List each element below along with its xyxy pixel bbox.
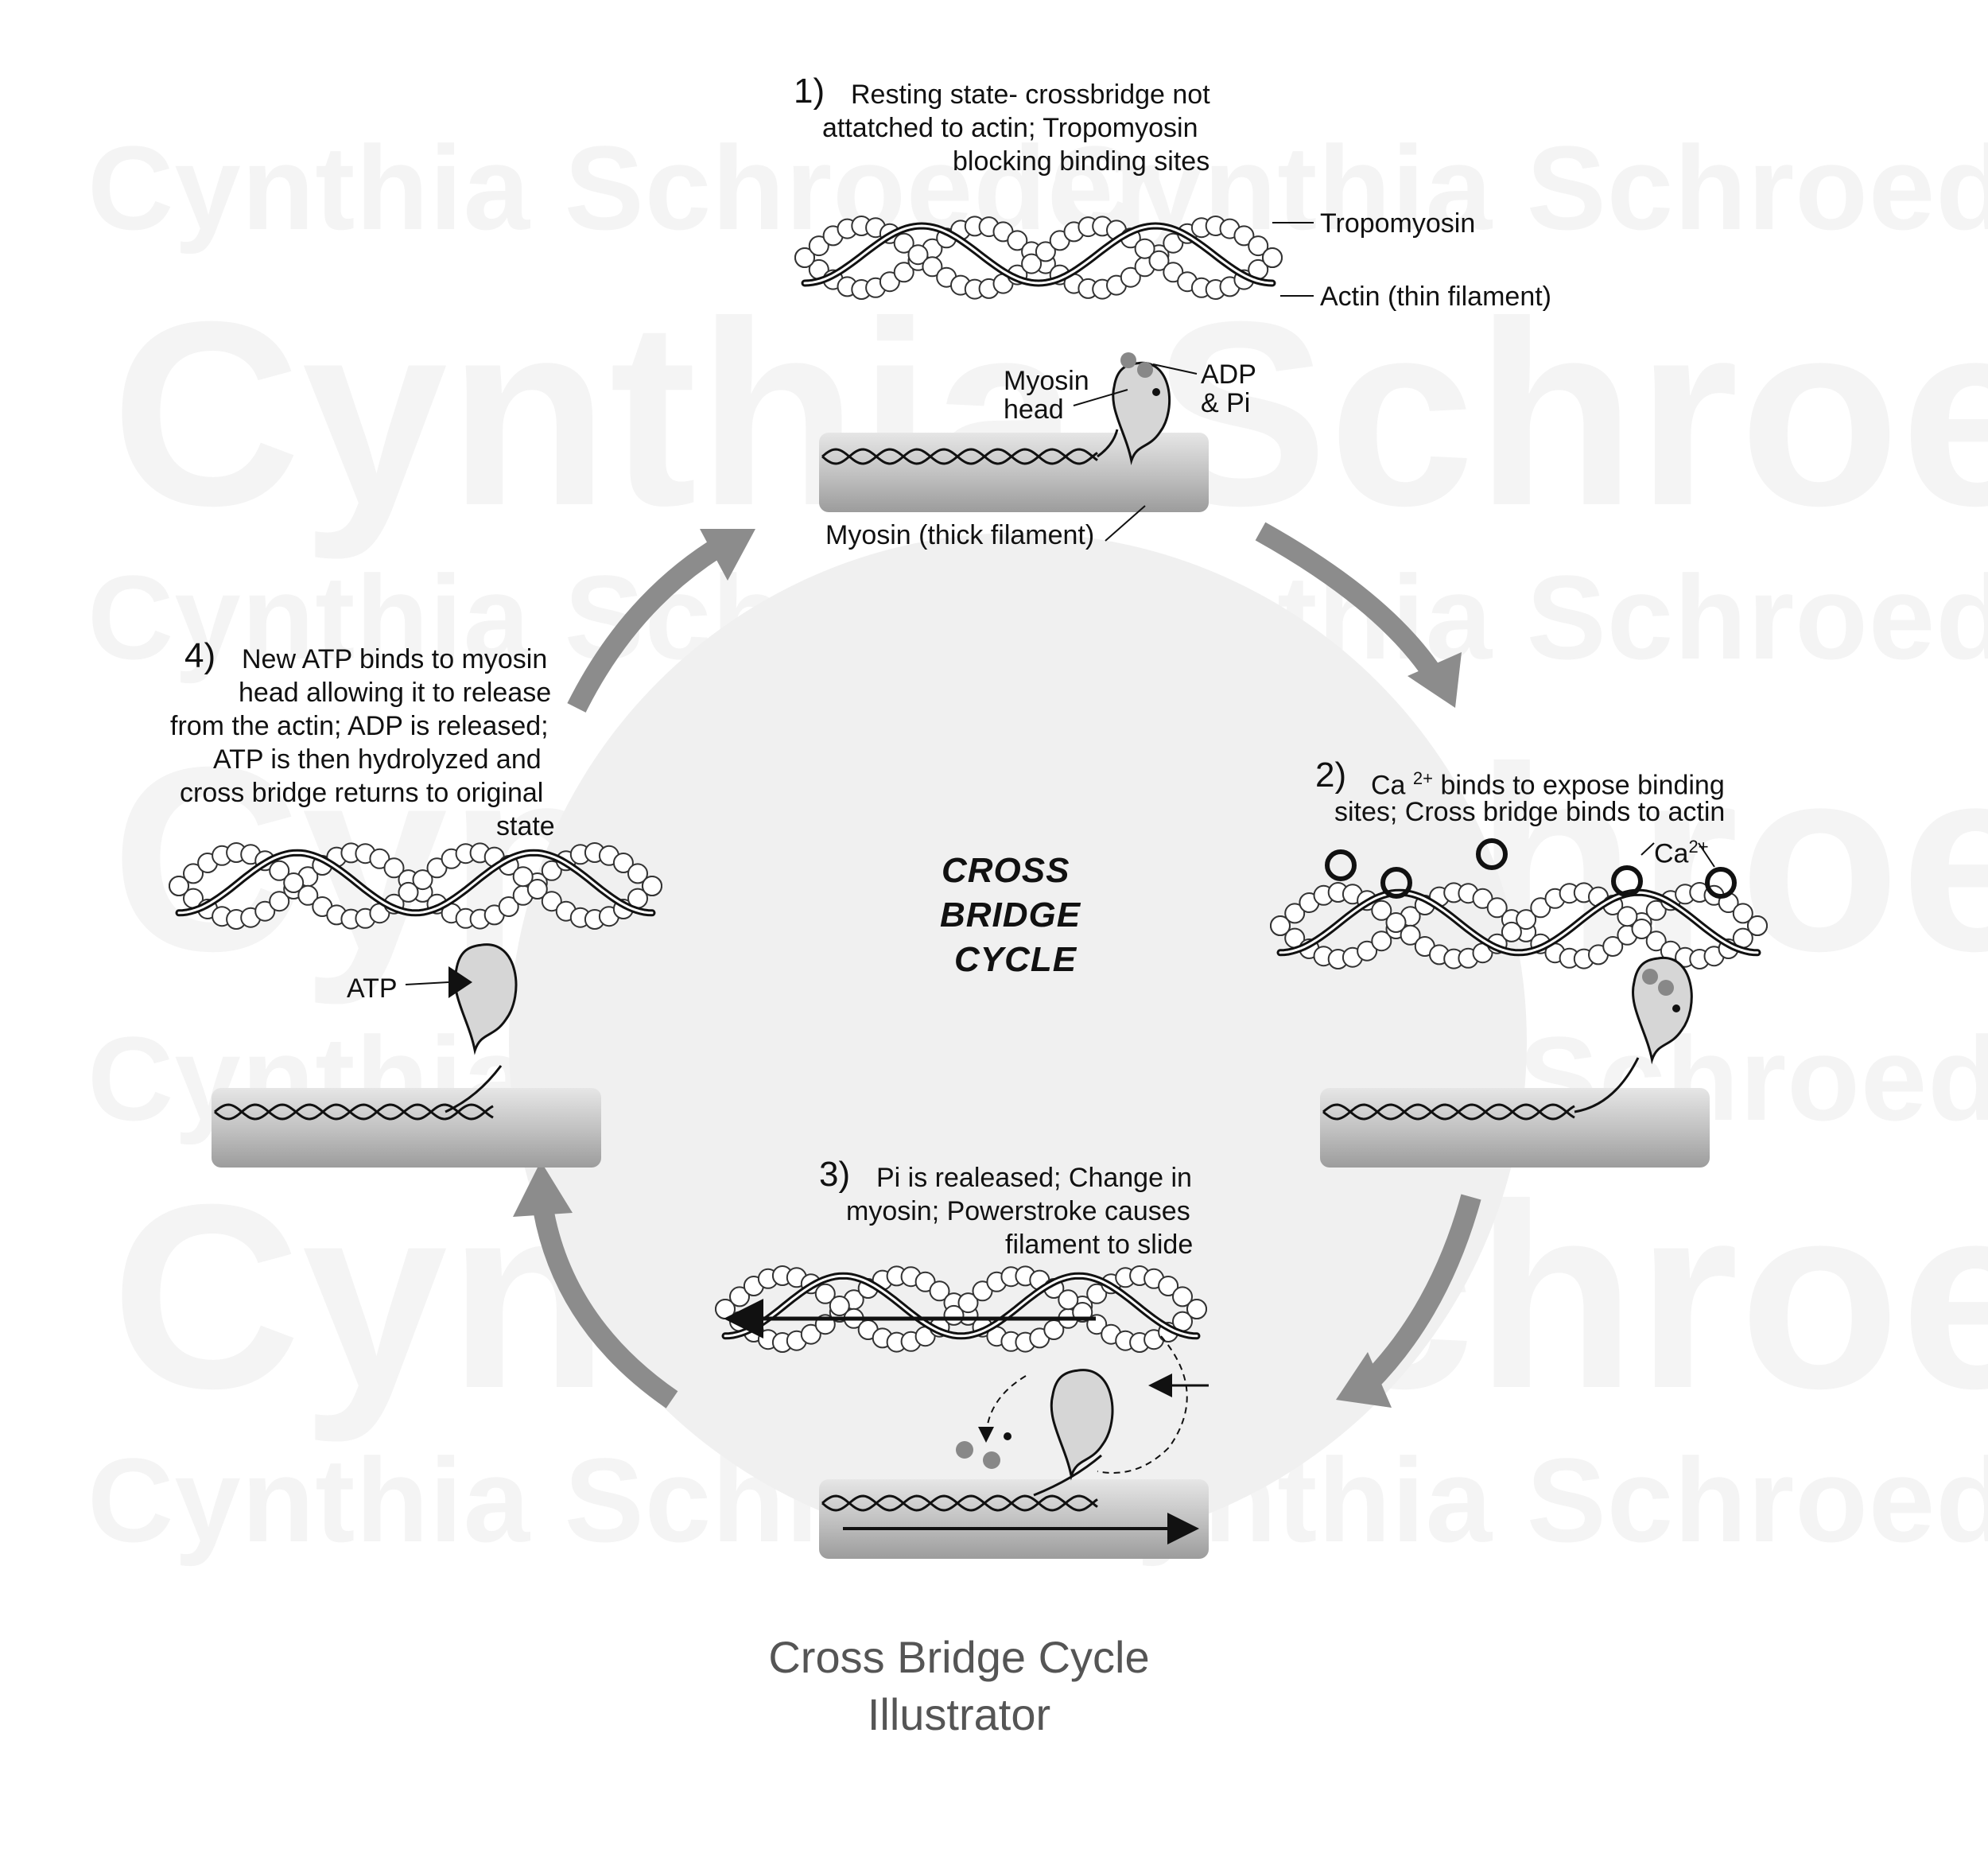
step1-number: 1): [794, 72, 825, 111]
step1-thin-filament: [795, 216, 1282, 299]
atp-label: ATP: [347, 973, 398, 1004]
step4-text-line6: state: [496, 810, 555, 843]
adp-label: ADP: [1201, 359, 1256, 390]
released-adp-dot: [983, 1451, 1000, 1469]
actin-bead: [1748, 916, 1767, 935]
ca-label-text: Ca: [1654, 838, 1688, 868]
ca-label-sup: 2+: [1688, 837, 1708, 857]
step3-number: 3): [819, 1155, 850, 1195]
adp-dot: [1137, 362, 1153, 378]
step4-text-line1: New ATP binds to myosin: [242, 643, 547, 676]
myosin-thick-label: Myosin (thick filament): [825, 520, 1094, 551]
step4-text-line2: head allowing it to release: [239, 676, 551, 709]
step3-text-line1: Pi is realeased; Change in: [876, 1161, 1192, 1195]
step3-text-line3: filament to slide: [1005, 1228, 1193, 1261]
step4-thick-filament: [212, 1088, 601, 1168]
myosin-head-label-2: head: [1004, 394, 1064, 425]
myosin-head-label-1: Myosin: [1004, 366, 1089, 397]
center-title-line2: BRIDGE: [940, 896, 1081, 935]
adp-dot: [1642, 969, 1658, 985]
pi-label: & Pi: [1201, 388, 1250, 419]
step1-text-line1: Resting state- crossbridge not: [851, 78, 1210, 111]
step3-text-line2: myosin; Powerstroke causes: [846, 1195, 1190, 1228]
released-adp-dot: [956, 1441, 973, 1459]
myosin-head-shape: [455, 945, 516, 1051]
pi-dot: [1672, 1004, 1680, 1012]
pi-dot: [1152, 388, 1160, 396]
step3-thick-filament: [819, 1479, 1209, 1559]
adp-dot: [1658, 980, 1674, 996]
step2-text-line2: sites; Cross bridge binds to actin: [1334, 795, 1725, 829]
step2-thick-filament: [1320, 1088, 1710, 1168]
actin-bead: [643, 876, 662, 896]
step4-text-line5: cross bridge returns to original: [180, 776, 543, 810]
adp-dot: [1120, 352, 1136, 368]
ca-leader: [1641, 843, 1654, 855]
actin-bead: [1187, 1300, 1206, 1319]
caption-line2: Illustrator: [601, 1686, 1317, 1743]
step4-text-line3: from the actin; ADP is released;: [170, 709, 549, 743]
step1-text-line3: blocking binding sites: [953, 145, 1209, 178]
released-pi-dot: [1004, 1432, 1011, 1440]
step2-number: 2): [1315, 756, 1346, 795]
step4-text-line4: ATP is then hydrolyzed and: [213, 743, 542, 776]
caption-line1: Cross Bridge Cycle: [601, 1629, 1317, 1686]
step2-ca-sup: 2+: [1413, 768, 1433, 788]
actin-label: Actin (thin filament): [1320, 282, 1551, 313]
center-title-line1: CROSS: [942, 851, 1070, 891]
step4-myosin-head: [445, 945, 516, 1112]
thick-filament-bar: [212, 1088, 601, 1168]
center-title-line3: CYCLE: [954, 940, 1077, 980]
thick-filament-bar: [819, 1479, 1209, 1559]
caption: Cross Bridge Cycle Illustrator: [601, 1629, 1317, 1743]
tropomyosin-label: Tropomyosin: [1320, 208, 1475, 239]
thick-filament-bar: [1320, 1088, 1710, 1168]
step4-number: 4): [184, 636, 215, 676]
step1-text-line2: attatched to actin; Tropomyosin: [822, 111, 1198, 145]
thick-filament-bar: [819, 433, 1209, 512]
myosin-head-shape: [1633, 958, 1691, 1059]
actin-bead: [1263, 248, 1282, 267]
ca-label: Ca2+: [1654, 837, 1709, 869]
atp-leader: [406, 982, 448, 985]
step1-thick-filament: [819, 433, 1209, 512]
